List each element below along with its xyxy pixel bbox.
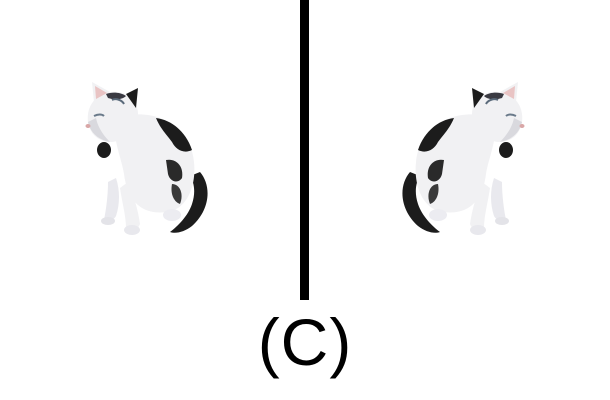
- cat-figure: [402, 82, 525, 235]
- cat-figure: [85, 82, 208, 235]
- cat-icon: [85, 82, 208, 235]
- cat-icon-mirrored: [402, 82, 525, 235]
- vertical-divider: [300, 0, 309, 300]
- figure-caption: (C): [257, 305, 353, 379]
